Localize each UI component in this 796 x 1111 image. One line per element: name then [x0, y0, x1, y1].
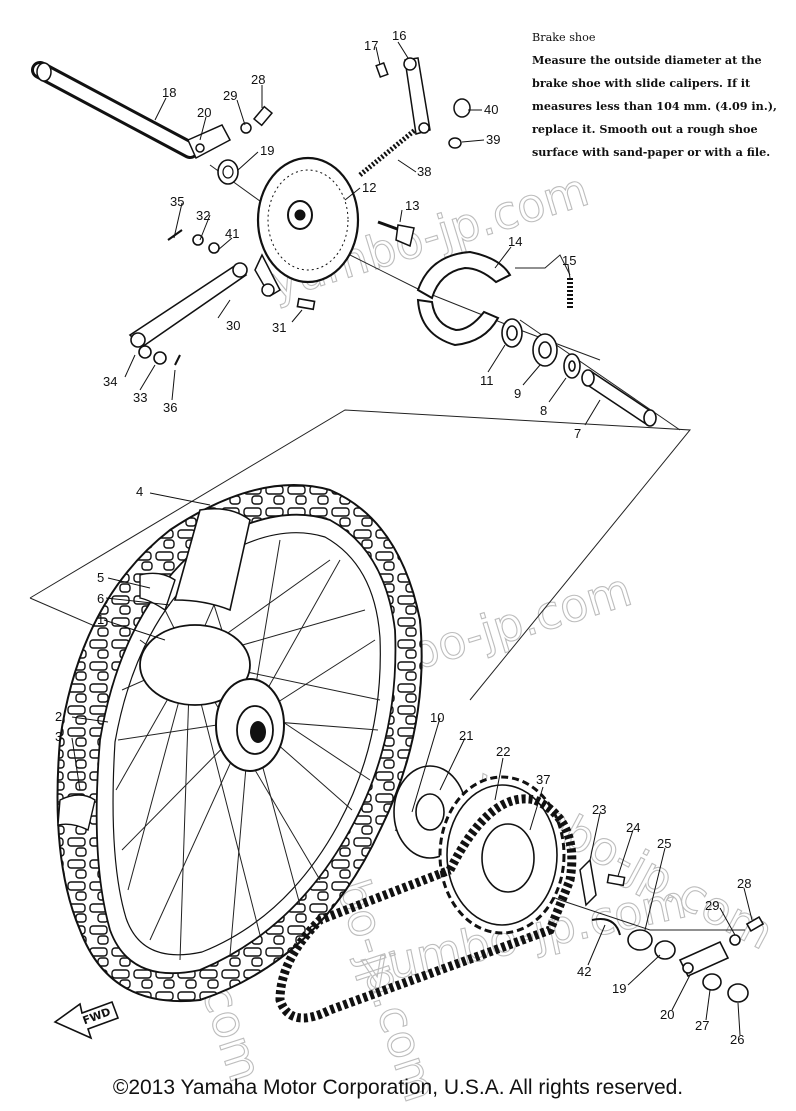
callout-41: 41 [225, 226, 239, 241]
callout-17: 17 [364, 38, 378, 53]
axle [31, 61, 199, 159]
brake-shoe-note: Brake shoe Measure the outside diameter … [532, 26, 782, 164]
copyright-notice: ©2013 Yamaha Motor Corporation, U.S.A. A… [112, 1076, 684, 1099]
callout-35: 35 [170, 194, 184, 209]
callout-11: 11 [480, 373, 494, 388]
callout-2: 2 [55, 709, 62, 724]
callout-19: 19 [260, 143, 274, 158]
callout-34: 34 [103, 374, 117, 389]
callout-25: 25 [657, 836, 671, 851]
callout-16: 16 [392, 28, 406, 43]
forward-direction-arrow: FWD [53, 1000, 120, 1040]
callout-20: 20 [197, 105, 211, 120]
callout-22: 22 [496, 744, 510, 759]
callout-26: 26 [730, 1032, 744, 1047]
callout-33: 33 [133, 390, 147, 405]
brake-shoes [416, 250, 512, 347]
callout-27: 27 [695, 1018, 709, 1033]
callout-3: 3 [55, 729, 62, 744]
callout-7: 7 [574, 426, 581, 441]
callouts: 18 20 29 28 19 16 17 40 39 38 12 13 14 1… [55, 28, 751, 1047]
note-body: Measure the outside diameter at the brak… [532, 53, 777, 159]
hub-spacer [581, 369, 657, 427]
callout-30: 30 [226, 318, 240, 333]
rear-wheel [56, 484, 423, 1003]
callout-28: 28 [737, 876, 751, 891]
callout-13: 13 [405, 198, 419, 213]
callout-6: 6 [97, 591, 104, 606]
callout-28: 28 [251, 72, 265, 87]
callout-39: 39 [486, 132, 500, 147]
callout-4: 4 [136, 484, 143, 499]
callout-12: 12 [362, 180, 376, 195]
callout-24: 24 [626, 820, 640, 835]
rear-sprocket [438, 775, 566, 935]
callout-15: 15 [562, 253, 576, 268]
callout-42: 42 [577, 964, 591, 979]
collar [217, 159, 239, 185]
callout-9: 9 [514, 386, 521, 401]
callout-29: 29 [223, 88, 237, 103]
callout-32: 32 [196, 208, 210, 223]
callout-23: 23 [592, 802, 606, 817]
callout-38: 38 [417, 164, 431, 179]
callout-29: 29 [705, 898, 719, 913]
callout-40: 40 [484, 102, 498, 117]
callout-5: 5 [97, 570, 104, 585]
chain-adjuster-right [627, 915, 765, 1003]
callout-19: 19 [612, 981, 626, 996]
callout-8: 8 [540, 403, 547, 418]
hub-bearings [501, 318, 581, 379]
note-title: Brake shoe [532, 31, 596, 44]
brake-cam [377, 220, 415, 248]
leader-lines [71, 41, 753, 1036]
callout-18: 18 [162, 85, 176, 100]
callout-37: 37 [536, 772, 550, 787]
brake-backing-plate [254, 156, 360, 298]
chain-joint [579, 858, 626, 936]
drive-chain [275, 794, 577, 1023]
callout-31: 31 [272, 320, 286, 335]
callout-14: 14 [508, 234, 522, 249]
torque-rod [128, 229, 316, 366]
chain-adjuster-left [187, 105, 274, 160]
callout-36: 36 [163, 400, 177, 415]
callout-20: 20 [660, 1007, 674, 1022]
callout-21: 21 [459, 728, 473, 743]
callout-1: 1 [97, 612, 104, 627]
callout-10: 10 [430, 710, 444, 725]
cam-lever [358, 57, 471, 177]
